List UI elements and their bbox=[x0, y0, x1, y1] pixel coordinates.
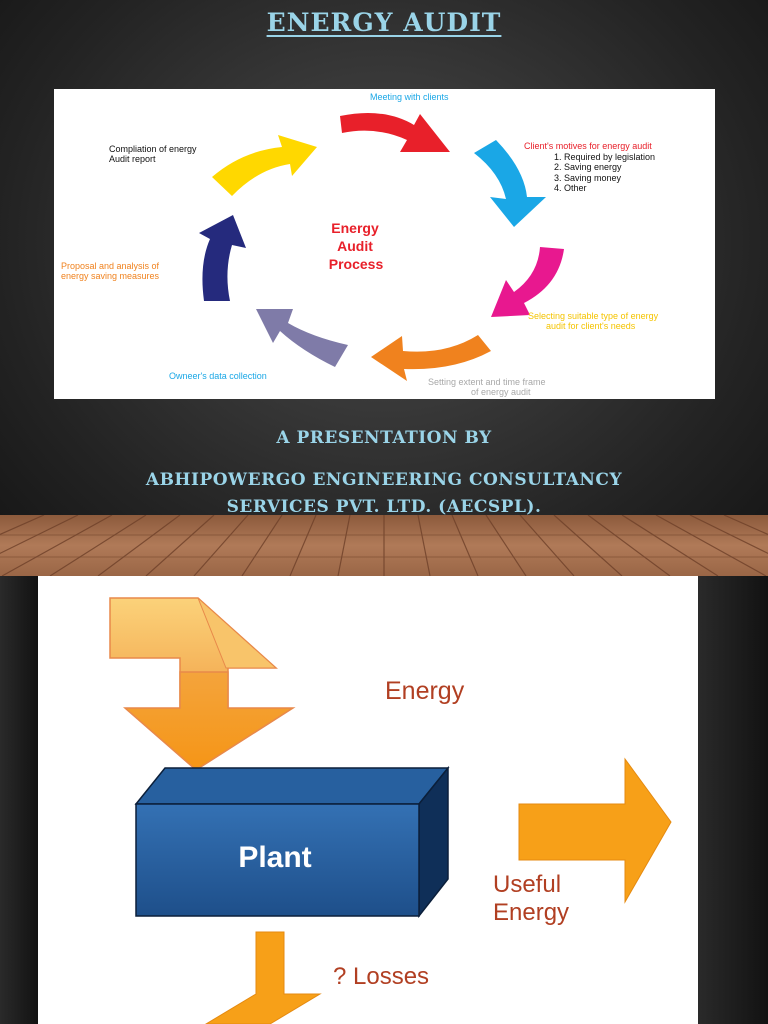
arrow-compilation-yellow bbox=[212, 135, 317, 196]
arrow-selecting-magenta bbox=[491, 247, 564, 317]
label-proposal-line-1: Proposal and analysis of bbox=[61, 261, 160, 271]
useful-label-line-2: Energy bbox=[493, 899, 569, 926]
label-motive-1: 1. Required by legislation bbox=[554, 152, 655, 162]
label-setting-line-2: of energy audit bbox=[471, 387, 531, 397]
energy-label: Energy bbox=[385, 677, 465, 705]
label-selecting-line-1: Selecting suitable type of energy bbox=[528, 311, 659, 321]
label-motive-2: 2. Saving energy bbox=[554, 162, 622, 172]
label-meeting: Meeting with clients bbox=[370, 92, 449, 102]
arrow-setting-orange bbox=[371, 335, 491, 381]
slide-right-edge bbox=[698, 576, 768, 1024]
plant-label: Plant bbox=[238, 841, 311, 874]
energy-flow-diagram: Energy Plant Useful Energy ? Losses bbox=[38, 576, 698, 1024]
label-owner: Owneer's data collection bbox=[169, 371, 267, 381]
arrow-proposal-navy bbox=[199, 215, 246, 301]
plant-box bbox=[134, 765, 450, 919]
slide-energy-flow: Energy Plant Useful Energy ? Losses bbox=[0, 576, 768, 1024]
label-setting-line-1: Setting extent and time frame bbox=[428, 377, 546, 387]
label-proposal-line-2: energy saving measures bbox=[61, 271, 160, 281]
company-name-caption: ABHIPOWERGO ENGINEERING CONSULTANCY SERV… bbox=[145, 470, 623, 517]
losses-label: ? Losses bbox=[333, 963, 429, 990]
slide-energy-audit-title: ENERGY AUDIT Energy Audit Process Meetin… bbox=[0, 0, 768, 576]
slide-title: ENERGY AUDIT bbox=[266, 8, 502, 37]
center-label-line-3: Process bbox=[329, 256, 384, 272]
useful-energy-arrow bbox=[518, 757, 672, 904]
label-motive-4: 4. Other bbox=[554, 183, 587, 193]
energy-audit-process-diagram: Energy Audit Process Meeting with client… bbox=[54, 89, 715, 399]
presentation-by-caption: A PRESENTATION BY bbox=[276, 428, 492, 448]
wooden-floor-decoration bbox=[0, 514, 768, 576]
label-motive-3: 3. Saving money bbox=[554, 173, 622, 183]
label-motives-heading: Client's motives for energy audit bbox=[524, 141, 652, 151]
arrow-meeting-red bbox=[340, 113, 450, 152]
arrow-owner-lavender bbox=[256, 309, 348, 367]
center-label-line-2: Audit bbox=[337, 238, 373, 254]
label-compilation-line-2: Audit report bbox=[109, 154, 156, 164]
slide-left-edge bbox=[0, 576, 38, 1024]
losses-arrow bbox=[205, 931, 322, 1024]
label-compilation-line-1: Compliation of energy bbox=[109, 144, 197, 154]
energy-input-arrow bbox=[109, 597, 296, 771]
arrow-motives-blue bbox=[474, 140, 546, 227]
label-selecting-line-2: audit for client's needs bbox=[546, 321, 636, 331]
useful-label-line-1: Useful bbox=[493, 871, 561, 898]
center-label-line-1: Energy bbox=[331, 220, 379, 236]
